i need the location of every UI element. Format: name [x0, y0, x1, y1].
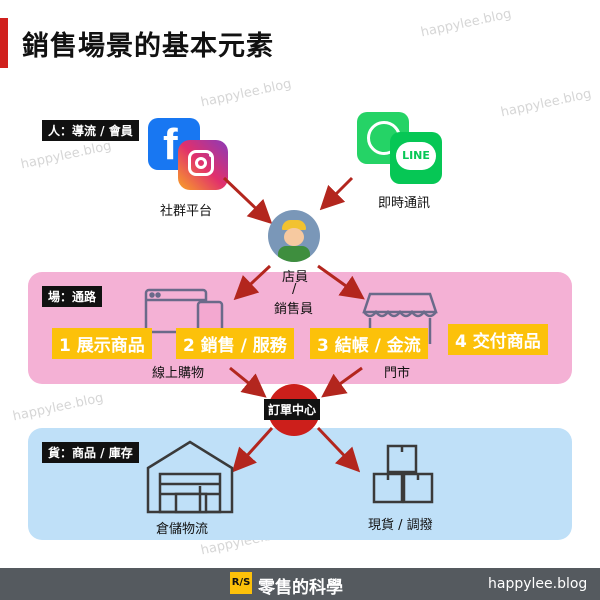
line-icon-text: LINE	[396, 142, 436, 170]
staff-avatar	[268, 210, 320, 262]
instant-messaging-label: 即時通訊	[378, 196, 431, 211]
arrow-social-to-staff	[222, 176, 273, 225]
arrow-order-to-warehouse	[231, 426, 274, 473]
arrow-im-to-staff	[319, 176, 354, 211]
arrow-staff-to-online	[233, 264, 272, 301]
staff-label-separator: /	[292, 282, 297, 297]
step-display-products: 1 展示商品	[52, 328, 152, 359]
stock-boxes-icon	[372, 444, 434, 504]
arrow-order-to-stock	[316, 426, 361, 473]
goods-section-tag: 貨：商品 / 庫存	[42, 442, 139, 463]
venue-section-tag: 場：通路	[42, 286, 103, 307]
arrow-staff-to-store	[317, 264, 365, 300]
step-sales-service: 2 銷售 / 服務	[176, 328, 294, 359]
brand-logo-icon: R/S	[230, 572, 252, 594]
order-center-label: 訂單中心	[264, 399, 321, 420]
title-accent-bar	[0, 18, 8, 68]
page-title: 銷售場景的基本元素	[22, 31, 274, 62]
step-deliver-products: 4 交付商品	[448, 324, 548, 355]
footer-title: 零售的科學	[258, 578, 343, 598]
staff-label: 店員	[282, 270, 309, 285]
people-section-tag: 人：導流 / 會員	[42, 120, 139, 141]
social-platform-label: 社群平台	[160, 204, 213, 219]
instagram-icon	[178, 140, 228, 190]
arrow-store-to-order	[321, 366, 363, 398]
warehouse-icon	[146, 440, 234, 514]
store-label: 門市	[384, 366, 411, 381]
online-shopping-label: 線上購物	[152, 366, 205, 381]
step-checkout-payment: 3 結帳 / 金流	[310, 328, 428, 359]
warehouse-logistics-label: 倉儲物流	[156, 522, 209, 537]
arrow-online-to-order	[229, 366, 267, 398]
line-icon: LINE	[390, 132, 442, 184]
footer-site: happylee.blog	[488, 576, 588, 592]
stock-transfer-label: 現貨 / 調撥	[368, 518, 433, 533]
salesperson-label: 銷售員	[274, 302, 314, 317]
footer-bar	[0, 568, 600, 600]
